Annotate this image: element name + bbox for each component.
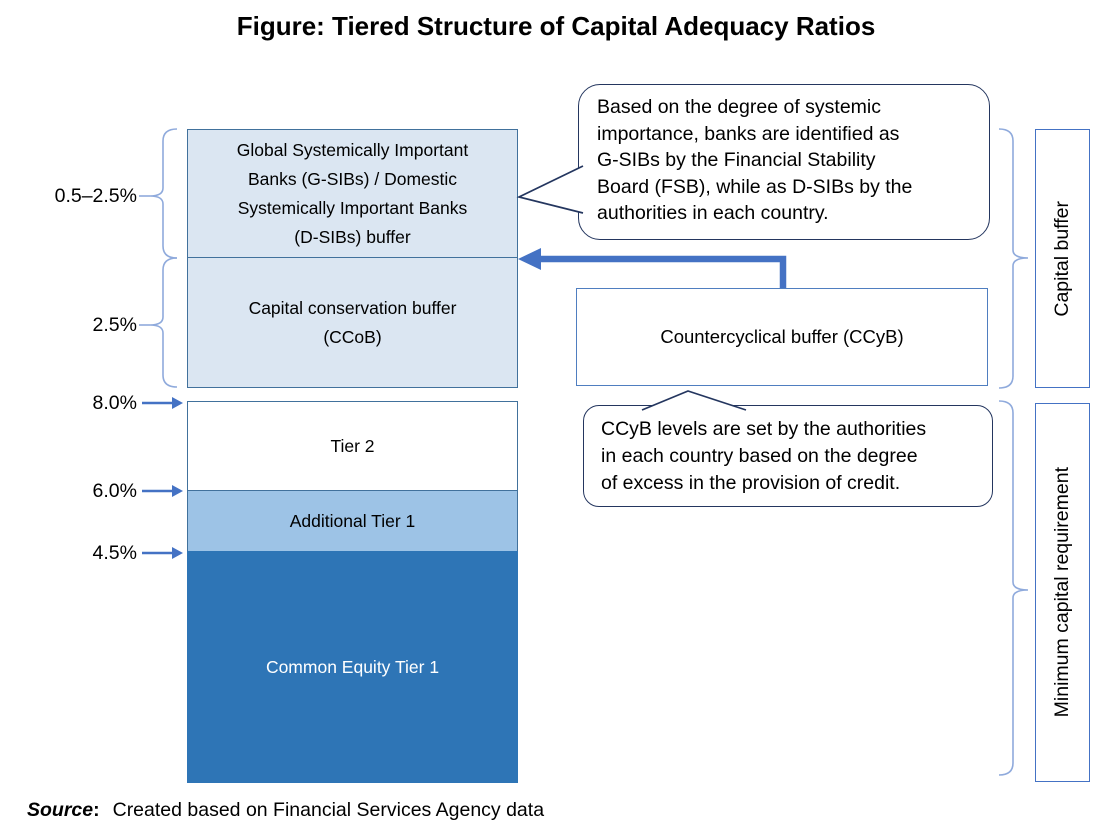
cet1-arrow-icon xyxy=(142,547,183,559)
ccyb-box: Countercyclical buffer (CCyB) xyxy=(576,288,988,386)
gsib-buffer-label: Global Systemically Important Banks (G-S… xyxy=(236,140,469,247)
figure-title: Figure: Tiered Structure of Capital Adeq… xyxy=(236,11,876,41)
additional-tier1-threshold-label: 6.0% xyxy=(92,480,137,502)
additional-tier1-label: Additional Tier 1 xyxy=(289,510,416,531)
source-line: Source: Created based on Financial Servic… xyxy=(27,799,544,822)
ccyb-connector-arrow-icon xyxy=(518,248,787,288)
min-capital-requirement-label: Minimum capital requirement xyxy=(1051,467,1073,718)
tier2-label: Tier 2 xyxy=(330,435,375,456)
tier2-box: Tier 2 xyxy=(187,401,518,491)
sib-callout-text: Based on the degree of systemic importan… xyxy=(597,96,913,224)
gsib-ratio-label: 0.5–2.5% xyxy=(54,185,137,207)
cet1-box: Common Equity Tier 1 xyxy=(187,551,518,783)
brace-min-req-icon xyxy=(998,400,1029,776)
source-text: Created based on Financial Services Agen… xyxy=(112,799,545,821)
brace-gsib-icon xyxy=(149,128,178,259)
tier2-threshold-label: 8.0% xyxy=(92,392,137,414)
additional-tier1-box: Additional Tier 1 xyxy=(187,490,518,552)
ccob-ratio-label: 2.5% xyxy=(92,314,137,336)
gsib-buffer-box: Global Systemically Important Banks (G-S… xyxy=(187,129,518,259)
ccyb-callout-text: CCyB levels are set by the authorities i… xyxy=(601,418,927,494)
source-label: Source xyxy=(27,799,94,821)
tier2-arrow-icon xyxy=(142,397,183,409)
ccyb-label: Countercyclical buffer (CCyB) xyxy=(660,326,904,347)
min-capital-requirement-box: Minimum capital requirement xyxy=(1035,403,1090,782)
capital-buffer-box: Capital buffer xyxy=(1035,129,1090,388)
brace-capital-buffer-icon xyxy=(998,128,1029,389)
cet1-label: Common Equity Tier 1 xyxy=(265,656,440,677)
sib-callout: Based on the degree of systemic importan… xyxy=(578,84,990,240)
ccob-box: Capital conservation buffer (CCoB) xyxy=(187,257,518,388)
additional-tier1-arrow-icon xyxy=(142,485,183,497)
source-colon: : xyxy=(93,799,100,821)
ccob-label: Capital conservation buffer (CCoB) xyxy=(248,297,457,347)
brace-ccob-icon xyxy=(149,257,178,388)
capital-buffer-label: Capital buffer xyxy=(1051,200,1073,317)
sib-callout-tail-icon xyxy=(516,165,584,214)
ccyb-callout: CCyB levels are set by the authorities i… xyxy=(583,405,993,507)
cet1-threshold-label: 4.5% xyxy=(92,542,137,564)
